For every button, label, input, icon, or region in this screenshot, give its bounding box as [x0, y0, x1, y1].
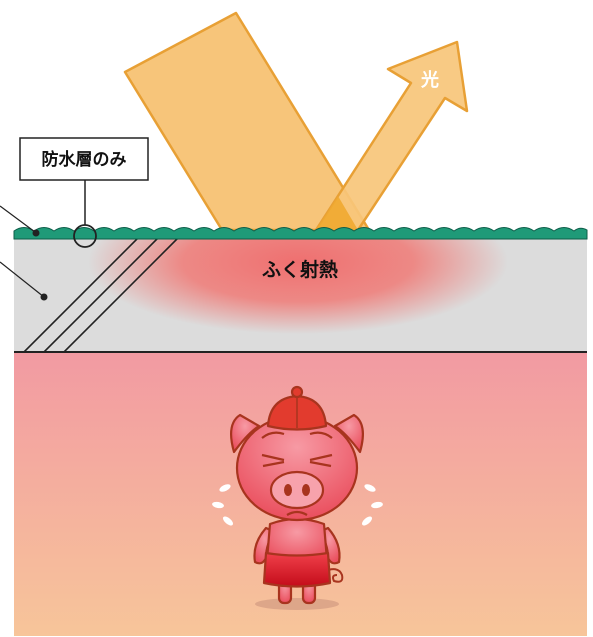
slab-cut-lines: [23, 233, 183, 352]
radiant-heat-label: ふく射熱: [262, 258, 338, 281]
light-arrow-icon: [314, 40, 469, 232]
waterproof-membrane: [13, 227, 588, 240]
leader-lines: [0, 205, 45, 298]
waterproof-callout-box: [19, 137, 149, 181]
incoming-light-beam: [123, 11, 371, 232]
waterproof-callout-circle: [73, 224, 97, 248]
pig-mascot-icon: [229, 385, 365, 610]
beam-overlap: [316, 196, 358, 230]
waterproof-callout-label: 防水層のみ: [42, 149, 127, 170]
radiant-heat-glow: [88, 233, 508, 334]
membrane-leader-dot: [32, 229, 40, 237]
light-label: 光: [420, 69, 439, 91]
sweat-drop-icon: [212, 484, 383, 526]
slab-leader-dot: [40, 293, 48, 301]
